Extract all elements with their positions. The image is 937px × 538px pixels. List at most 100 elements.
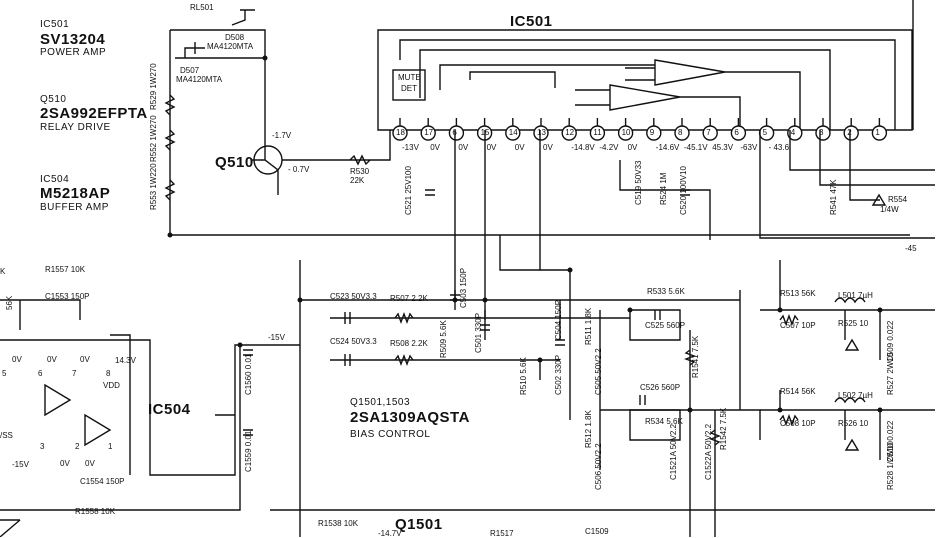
ic501-pin-number: 13 [537,128,546,137]
ic501-pin-number: 2 [847,128,852,137]
ic504-pin6: 6 [38,369,43,378]
warning-triangle-2 [844,438,860,451]
component-label: C1521A 50V2.2 [669,423,678,480]
ic504-vdd: VDD [103,381,120,390]
ic501-pin-voltage: -14.6V [655,143,680,152]
mute-det-box [392,69,426,101]
feedback-label: C526 560P [640,383,681,392]
ic504-v143: 14.3V [115,356,136,365]
ic501-pin-voltage: 45.3V [712,143,734,152]
legend-q510-ref: Q510 [40,94,67,105]
ic501-title: IC501 [510,13,553,30]
ic504-opamp-upper [44,383,72,417]
r541-label: R541 47K [829,179,838,215]
ic501-pin-number: 4 [790,128,796,137]
component-label: C504 150P [554,299,563,340]
c1560-label: C1560 0.01 [244,353,253,395]
ic501-pin-voltage: -14.8V [571,143,595,152]
opamp-lower [609,84,681,111]
ic501-pin-number: 18 [396,128,405,137]
component-label: R509 5.6K [439,320,448,358]
c1554-label: C1554 150P [80,477,125,486]
c1559-label: C1559 0.01 [244,430,253,472]
legend-ic504-part: M5218AP [40,185,111,202]
component-label: R1542 7.5K [719,407,728,450]
q1501-bottom-label: Q1501 [395,516,443,533]
ic504-label: IC504 [148,401,191,418]
ic501-pin-number: 11 [593,128,602,137]
ic504-0v-c: 0V [80,355,90,364]
q1501-desc: BIAS CONTROL [350,429,431,440]
ic501-pin-number: 17 [424,128,434,137]
q510-label: Q510 [215,154,254,171]
legend-ic501-part: SV13204 [40,31,106,48]
left-k: K [0,267,6,276]
ic501-pin-voltage: 0V [543,143,553,152]
ic504-vss: /SS [0,431,13,440]
d507-label: D507 [180,66,200,75]
ic501-pin-number: 10 [621,128,631,137]
r1538-label: R1538 10K [318,519,359,528]
legend-ic501-desc: POWER AMP [40,47,107,58]
r530-value: 22K [350,176,365,185]
ic504-0v-a: 0V [12,355,22,364]
c1509-label: C1509 [585,527,609,536]
ic504-pin8: 8 [106,369,111,378]
output-stage-label: R525 10 [838,319,869,328]
ic504-pin3: 3 [40,442,45,451]
legend-q510-desc: RELAY DRIVE [40,122,111,133]
output-stage-label: R527 2W10 [886,352,895,395]
feedback-label: R534 5.6K [645,417,683,426]
ic501-pin-voltage: 0V [430,143,440,152]
c520-label: C520 100V10 [679,166,688,215]
r553-label: R553 1W220 [149,163,158,210]
r554-power: 1/4W [880,205,899,214]
ic501-pin-voltage: 0V [514,143,525,152]
q1501-ref: Q1501,1503 [350,397,411,408]
component-label: R508 2.2K [390,339,428,348]
output-stage-label: R513 56K [780,289,816,298]
output-stage-label: R526 10 [838,419,869,428]
r1557-label: R1557 10K [45,265,86,274]
left-neg15: -15V [12,460,29,469]
ic501-pin-number: 6 [452,128,457,137]
ic501-pin-number: 3 [819,128,824,137]
ic501-pin-voltage: 0V [627,143,638,152]
rl501-label: RL501 [190,3,214,12]
output-stage-label: L502 7µH [838,391,873,400]
component-label: R512 1.8K [584,410,593,448]
component-label: C524 50V3.3 [330,337,377,346]
r1558-label: R1558 10K [75,507,116,516]
output-stage-label: C507 10P [780,321,816,330]
component-label: C505 50V2.2 [594,348,603,395]
q510-v2: - 0.7V [288,165,310,174]
d507-part: MA4120MTA [176,75,223,84]
ic504-pin7: 7 [72,369,77,378]
r1517-label: R1517 [490,529,514,538]
d508-part: MA4120MTA [207,42,254,51]
r529-label: R529 1W270 [149,63,158,110]
ic501-pin-number: 12 [565,128,575,137]
ic501-pin-voltage: 0V [458,143,469,152]
output-stage-label: R514 56K [780,387,816,396]
ic501-pin-voltage: -45.1V [684,143,708,152]
ic504-opamp-lower [84,413,112,447]
q1501-part: 2SA1309AQSTA [350,409,470,426]
legend-ic501-ref: IC501 [40,19,70,30]
ic501-pin-number: 6 [734,128,739,137]
output-stage-label: C508 10P [780,419,816,428]
output-stage-label: L501 7µH [838,291,873,300]
warning-triangle-3 [871,193,887,206]
output-stage-label: R528 1/2W10 [886,441,895,490]
component-label: C1522A 50V2.2 [704,423,713,480]
ic501-pin-voltage: -13V [402,143,419,152]
r524-label: R524 1M [659,172,668,205]
feedback-label: C525 560P [645,321,686,330]
ic501-pin-number: 5 [762,128,768,137]
ic501-pin-voltage: -4.2V [599,143,619,152]
ic504-0v-b: 0V [47,355,57,364]
det-label: DET [401,84,417,93]
component-label: C523 50V3.3 [330,292,377,301]
component-label: C506 50V2.2 [594,443,603,490]
